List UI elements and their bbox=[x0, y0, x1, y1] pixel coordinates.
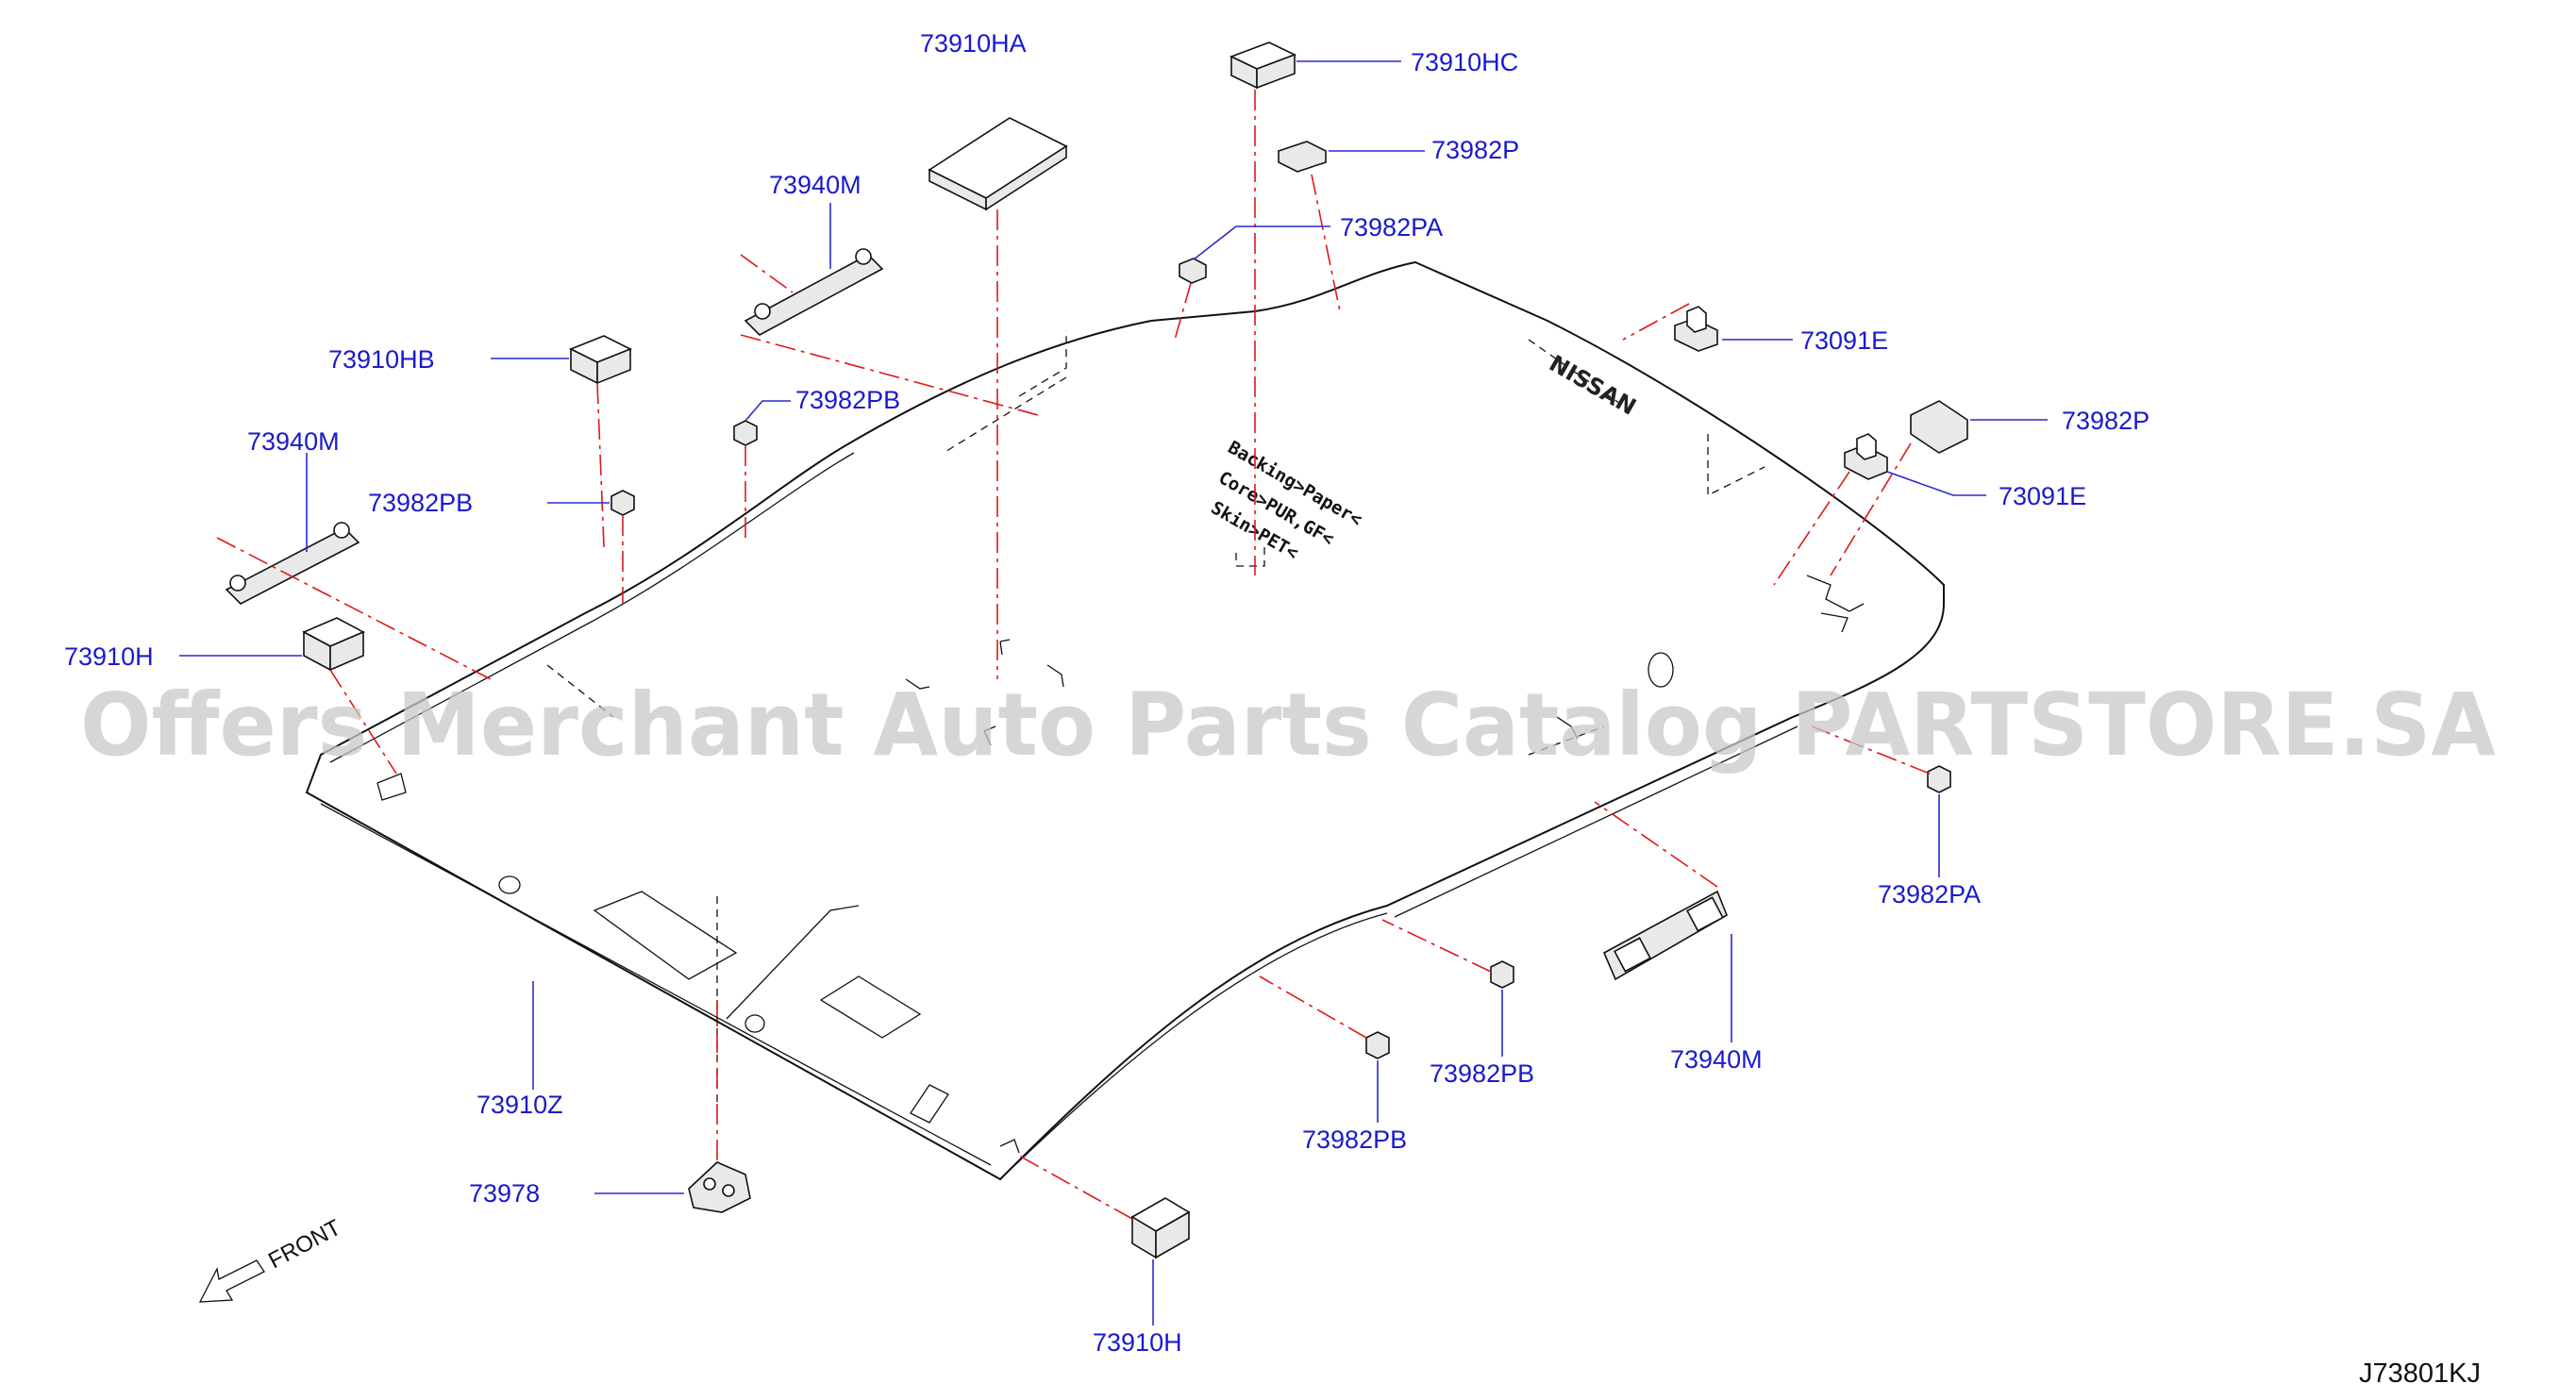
label-73982PB-c: 73982PB bbox=[1430, 1059, 1534, 1088]
label-73910HC: 73910HC bbox=[1411, 48, 1518, 76]
label-73982PB-a: 73982PB bbox=[795, 386, 900, 414]
material-marking: Backing>Paper< Core>PUR,GF< Skin>PET< NI… bbox=[1208, 350, 1641, 564]
part-labels: 73910HA 73910HC 73982P 73982PA 73940M 73… bbox=[64, 29, 2149, 1357]
watermark: Offers Merchant Auto Parts Catalog PARTS… bbox=[80, 675, 2496, 775]
label-73940M-mid: 73940M bbox=[769, 171, 861, 199]
part-73910HC-block bbox=[1229, 42, 1297, 90]
part-73982P-clip-top bbox=[1278, 141, 1327, 173]
part-73910HA-pad bbox=[928, 117, 1068, 211]
part-73940M-grip-right bbox=[1602, 890, 1729, 981]
label-73940M-right: 73940M bbox=[1670, 1045, 1763, 1074]
part-73982PA-clip-top bbox=[1179, 258, 1207, 284]
part-73982PB-clip-d bbox=[1365, 1031, 1390, 1059]
panel-features bbox=[376, 330, 1865, 1154]
arrow-icon bbox=[198, 1259, 265, 1303]
label-73910HB: 73910HB bbox=[328, 345, 435, 374]
label-73091E-top: 73091E bbox=[1800, 326, 1888, 355]
label-73091E-right: 73091E bbox=[1999, 482, 2086, 510]
part-73940M-grip-mid bbox=[744, 248, 884, 336]
front-arrow: FRONT bbox=[198, 1214, 345, 1303]
part-73982P-clip-right bbox=[1910, 400, 1968, 454]
part-73910H-block-left bbox=[302, 617, 365, 672]
part-73910H-block-bottom bbox=[1130, 1197, 1191, 1259]
part-73091E-clip-right bbox=[1844, 433, 1888, 480]
label-73940M-left: 73940M bbox=[247, 427, 340, 456]
map-lamp-opening bbox=[819, 975, 922, 1039]
part-73978-lamp bbox=[688, 1161, 751, 1213]
part-73910HB-block bbox=[569, 335, 632, 385]
part-73982PB-clip-b bbox=[611, 490, 635, 516]
label-73910H-bottom: 73910H bbox=[1093, 1328, 1182, 1357]
label-73978: 73978 bbox=[469, 1179, 540, 1208]
label-73982PA-right: 73982PA bbox=[1878, 880, 1981, 908]
assembly-centerlines bbox=[216, 90, 1931, 1220]
reference-code: J73801KJ bbox=[2359, 1358, 2481, 1389]
label-73982PB-d: 73982PB bbox=[1302, 1125, 1407, 1154]
label-73910HA: 73910HA bbox=[920, 29, 1027, 58]
front-label: FRONT bbox=[264, 1214, 345, 1274]
label-73982P-top: 73982P bbox=[1431, 136, 1519, 164]
part-73982PB-clip-a bbox=[733, 420, 758, 446]
part-73982PA-clip-right bbox=[1927, 765, 1951, 793]
nissan-logo: NISSAN bbox=[1545, 350, 1641, 421]
label-73982PA-top: 73982PA bbox=[1340, 213, 1443, 242]
part-73091E-clip-top bbox=[1674, 306, 1718, 352]
headlining-panel bbox=[305, 260, 1945, 1181]
sunroof-cutout bbox=[593, 891, 738, 980]
label-73910H-left: 73910H bbox=[64, 642, 154, 671]
part-73940M-grip-left bbox=[225, 522, 360, 605]
leader-lines bbox=[179, 60, 2048, 1325]
part-73982PB-clip-c bbox=[1490, 960, 1514, 989]
label-73910Z: 73910Z bbox=[477, 1091, 563, 1119]
label-73982P-right: 73982P bbox=[2062, 407, 2149, 435]
label-73982PB-b: 73982PB bbox=[368, 489, 473, 517]
